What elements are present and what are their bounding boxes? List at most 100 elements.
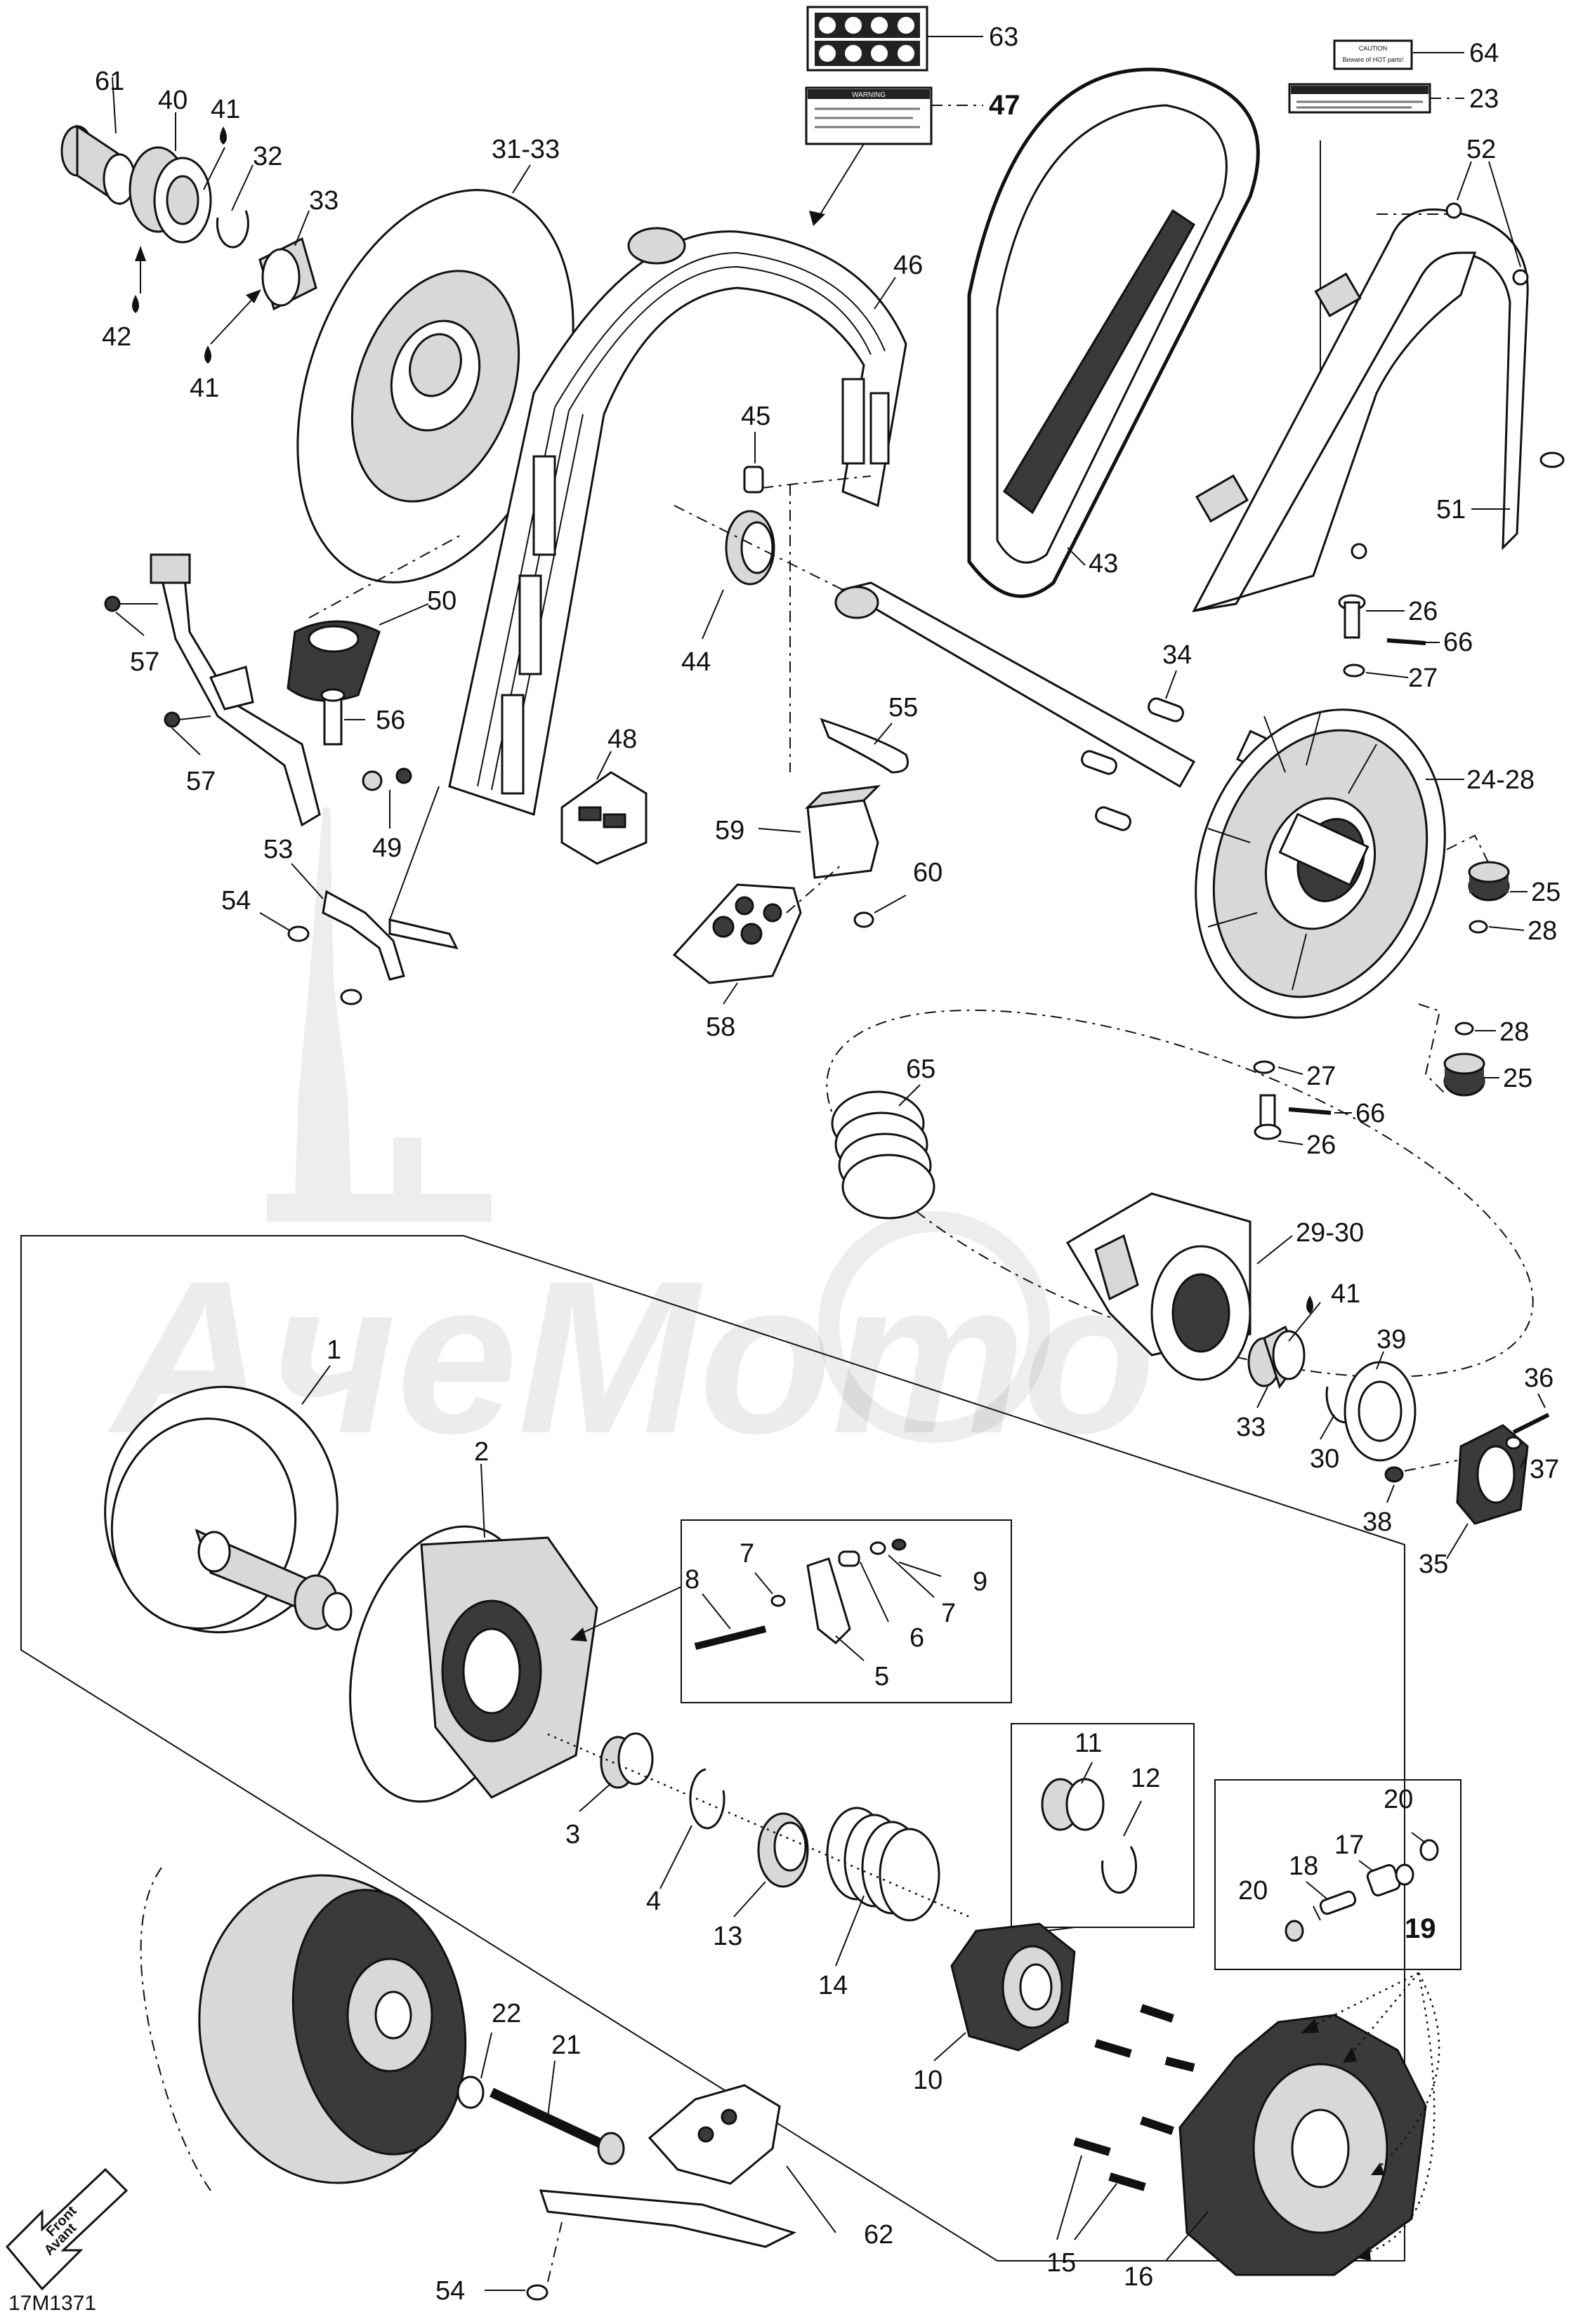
belt-guard-51 (1192, 208, 1529, 612)
callout-7: 7 (941, 1599, 956, 1628)
roller-arm-5 (806, 1557, 851, 1645)
callout-19: 19 (1405, 1913, 1436, 1944)
bracket-46 (448, 227, 907, 816)
nut-49 (395, 767, 412, 784)
callout-28: 28 (1499, 1017, 1529, 1047)
bushing-11 (1041, 1778, 1105, 1831)
callout-29-30: 29-30 (1296, 1218, 1364, 1248)
callout-34: 34 (1162, 640, 1192, 670)
callout-21: 21 (551, 2031, 581, 2060)
callout-49: 49 (372, 833, 402, 863)
decal-64: CAUTION Beware of HOT parts! (1333, 39, 1413, 70)
plate-48 (560, 771, 648, 865)
slider-25 (1468, 861, 1510, 902)
grease-icon (204, 345, 211, 364)
screw-57 (104, 595, 121, 612)
callout-52: 52 (1466, 135, 1496, 164)
guard-plate-58 (672, 883, 802, 984)
callout-7: 7 (740, 1539, 754, 1569)
callout-5: 5 (874, 1662, 889, 1691)
rivet-54 (340, 989, 362, 1005)
bushing-61 (60, 124, 136, 206)
callout-27: 27 (1408, 663, 1438, 693)
callout-58: 58 (706, 1012, 735, 1042)
callout-16: 16 (1124, 2262, 1153, 2292)
slider-25 (1443, 1052, 1485, 1097)
circlip-32 (216, 210, 249, 249)
callout-12: 12 (1131, 1764, 1160, 1793)
callout-3: 3 (565, 1820, 580, 1849)
callout-33: 33 (1236, 1413, 1266, 1442)
pin-66 (1386, 638, 1426, 645)
callout-17: 17 (1334, 1830, 1364, 1860)
circlip-4 (689, 1768, 725, 1830)
callout-42: 42 (102, 322, 131, 352)
pad-50 (287, 620, 381, 702)
callout-57: 57 (130, 647, 159, 677)
screw-51 (1539, 451, 1565, 468)
callout-57: 57 (186, 767, 216, 796)
callout-59: 59 (715, 816, 744, 845)
washer-7 (869, 1541, 886, 1555)
roller-17 (1366, 1863, 1401, 1897)
callout-10: 10 (913, 2066, 942, 2095)
callout-61: 61 (95, 67, 124, 96)
screw-26-bottom (1254, 1094, 1282, 1140)
pin-8 (694, 1625, 767, 1650)
callout-30: 30 (1310, 1444, 1339, 1474)
nut-9 (891, 1538, 907, 1551)
bracket-53 (322, 890, 459, 981)
spring-65 (831, 1090, 935, 1220)
callout-31-33: 31-33 (492, 135, 560, 164)
watermark: АчеМото (105, 807, 1156, 1479)
washer-20 (1395, 1863, 1414, 1886)
callout-40: 40 (158, 86, 188, 115)
screw-15 (1140, 2004, 1174, 2023)
callout-4: 4 (646, 1887, 661, 1916)
decal-23 (1288, 83, 1431, 114)
bushing-inset-frame (1011, 1723, 1195, 1928)
callout-51: 51 (1436, 495, 1466, 524)
screw-15 (1094, 2039, 1132, 2058)
grease-icon (132, 295, 139, 313)
callout-33: 33 (309, 186, 339, 216)
callout-41: 41 (211, 95, 240, 124)
spider-10 (950, 1922, 1076, 2052)
bushing-33 (258, 237, 317, 311)
callout-35: 35 (1419, 1550, 1448, 1579)
callout-39: 39 (1377, 1325, 1406, 1354)
drive-belt-43 (967, 67, 1260, 598)
pin-56 (320, 688, 346, 746)
callout-54: 54 (221, 886, 251, 916)
screw-57 (164, 711, 180, 728)
callout-41: 41 (190, 374, 219, 403)
cam-29-30 (1065, 1192, 1252, 1381)
washer-27 (1253, 1060, 1275, 1074)
clip-28 (1454, 1022, 1474, 1036)
callout-62: 62 (864, 2220, 893, 2250)
callout-54: 54 (435, 2276, 465, 2306)
washer-37 (1505, 1436, 1522, 1450)
drive-pulley-group-frame (20, 1235, 1405, 2262)
callout-43: 43 (1089, 549, 1118, 579)
bearing-40 (129, 146, 212, 244)
hinge-59 (804, 784, 881, 879)
callout-24-28: 24-28 (1466, 765, 1535, 795)
callout-26: 26 (1306, 1130, 1336, 1160)
callout-55: 55 (888, 693, 918, 722)
callout-8: 8 (685, 1565, 699, 1595)
rivet-52 (1445, 202, 1462, 219)
pin-66 (1288, 1107, 1332, 1115)
spring-14 (826, 1807, 940, 1922)
clip-55 (820, 718, 909, 774)
clip-28 (1469, 920, 1488, 934)
sheave-31-33 (296, 189, 574, 583)
circlip-12 (1101, 1846, 1138, 1894)
callout-14: 14 (818, 1971, 848, 2000)
shield-62 (539, 2084, 797, 2248)
rivet-52 (1512, 269, 1529, 286)
callout-20: 20 (1238, 1876, 1268, 1906)
callout-20: 20 (1384, 1785, 1413, 1814)
grease-icon (1306, 1295, 1313, 1314)
screw-15 (1108, 2172, 1146, 2191)
